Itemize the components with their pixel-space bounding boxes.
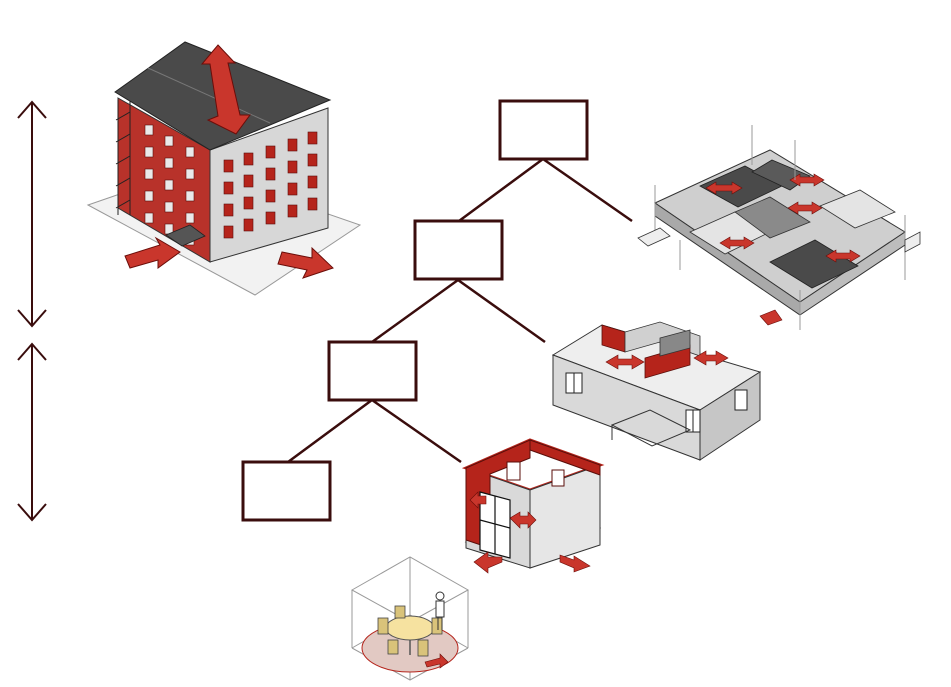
room-icon bbox=[461, 438, 605, 574]
scale-arrow-lower bbox=[17, 342, 47, 522]
furniture-space-icon bbox=[350, 556, 470, 681]
tree-box-apartment bbox=[327, 340, 418, 402]
floor-plate-icon bbox=[637, 125, 921, 330]
building-icon bbox=[86, 41, 362, 296]
apartment-icon bbox=[551, 321, 762, 461]
scale-arrow-upper bbox=[17, 100, 47, 328]
tree-box-room bbox=[241, 460, 332, 522]
tree-connectors bbox=[287, 157, 633, 464]
tree-box-building bbox=[498, 99, 589, 161]
tree-box-floor bbox=[413, 219, 504, 281]
